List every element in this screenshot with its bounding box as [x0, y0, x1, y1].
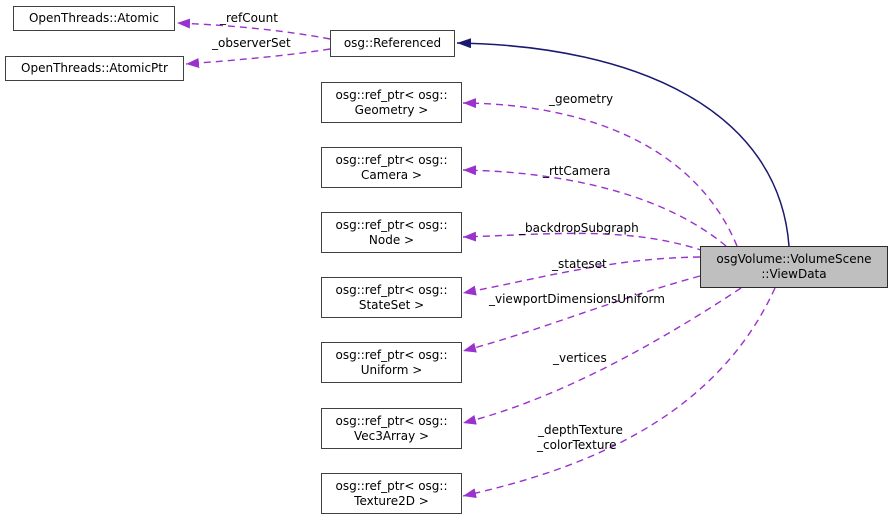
- edge-label-backdropsubgraph: _backdropSubgraph: [519, 221, 639, 235]
- class-label-line2: Vec3Array >: [353, 428, 430, 443]
- class-label-line1: osgVolume::VolumeScene: [716, 252, 872, 266]
- class-node-refptr-node[interactable]: osg::ref_ptr< osg:: Node >: [321, 212, 462, 253]
- edge-label-stateset: _stateset: [552, 257, 607, 271]
- edge-rttcamera: [462, 165, 727, 247]
- edge-label-vertices: _vertices: [553, 351, 607, 365]
- class-label-line2: Uniform >: [360, 362, 423, 377]
- edge-geometry: [462, 98, 738, 247]
- edge-stateset: [462, 256, 701, 296]
- class-node-refptr-camera[interactable]: osg::ref_ptr< osg:: Camera >: [321, 147, 462, 188]
- edge-observerset: [185, 48, 331, 68]
- class-label-line1: osg::ref_ptr< osg::: [335, 152, 448, 167]
- class-node-viewdata-current: osgVolume::VolumeScene ::ViewData: [700, 246, 888, 288]
- edge-viewportdimensionsuniform: [462, 275, 701, 353]
- edge-label-observerset: _observerSet: [212, 36, 291, 50]
- class-node-openthreads-atomic[interactable]: OpenThreads::Atomic: [13, 6, 175, 31]
- class-label-line1: osg::ref_ptr< osg::: [335, 87, 448, 102]
- class-label: osg::Referenced: [343, 36, 442, 50]
- edge-label-refcount: _refCount: [220, 11, 278, 25]
- edge-label-rttcamera: _rttCamera: [543, 164, 611, 178]
- class-node-openthreads-atomicptr[interactable]: OpenThreads::AtomicPtr: [5, 56, 184, 81]
- class-label-line1: osg::ref_ptr< osg::: [335, 217, 448, 232]
- class-label-line2: Texture2D >: [354, 493, 429, 508]
- edge-label-depthtexture: _depthTexture: [538, 423, 623, 437]
- edge-label-geometry: _geometry: [549, 92, 614, 106]
- class-label-line1: osg::ref_ptr< osg::: [335, 282, 448, 297]
- edge-vertices: [462, 287, 742, 425]
- edge-refcount: [176, 18, 331, 40]
- edge-inheritance-referenced: [456, 38, 790, 247]
- class-node-refptr-vec3array[interactable]: osg::ref_ptr< osg:: Vec3Array >: [321, 408, 462, 449]
- class-node-refptr-texture2d[interactable]: osg::ref_ptr< osg:: Texture2D >: [321, 473, 462, 514]
- class-label-line2: Geometry >: [354, 102, 429, 117]
- class-label-line2: Node >: [368, 232, 415, 247]
- class-label-line1: osg::ref_ptr< osg::: [335, 478, 448, 493]
- class-label: OpenThreads::Atomic: [28, 11, 159, 25]
- class-label-line1: osg::ref_ptr< osg::: [335, 413, 448, 428]
- class-label-line2: Camera >: [361, 167, 422, 182]
- edge-label-viewportdimensionsuniform: _viewportDimensionsUniform: [489, 292, 665, 306]
- edge-depthtexture-colortexture: [462, 287, 776, 499]
- edge-label-colortexture: _colorTexture: [537, 438, 617, 452]
- class-node-refptr-geometry[interactable]: osg::ref_ptr< osg:: Geometry >: [321, 82, 462, 123]
- class-label-line2: ::ViewData: [761, 267, 827, 281]
- class-node-refptr-uniform[interactable]: osg::ref_ptr< osg:: Uniform >: [321, 342, 462, 383]
- class-label-line1: osg::ref_ptr< osg::: [335, 347, 448, 362]
- class-node-refptr-stateset[interactable]: osg::ref_ptr< osg:: StateSet >: [321, 277, 462, 318]
- class-label-line2: StateSet >: [358, 297, 425, 312]
- class-node-osg-referenced[interactable]: osg::Referenced: [330, 30, 455, 57]
- edge-backdropsubgraph: [462, 231, 705, 252]
- class-label: OpenThreads::AtomicPtr: [21, 61, 168, 75]
